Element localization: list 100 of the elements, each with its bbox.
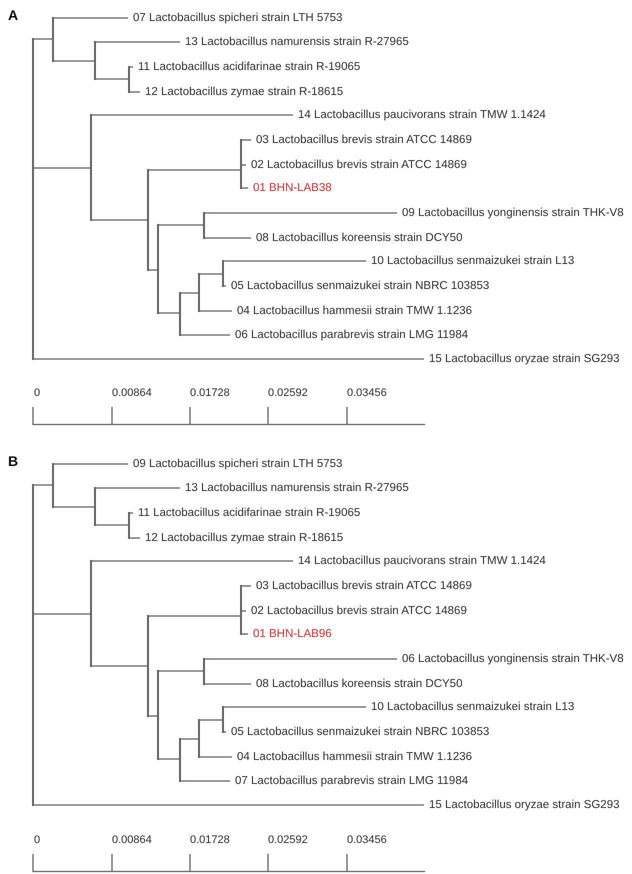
- axis-tick-label: 0.01728: [190, 834, 230, 846]
- taxon-label: 03 Lactobacillus brevis strain ATCC 14869: [251, 134, 472, 146]
- tree-branch: [130, 537, 140, 539]
- taxon-label: 08 Lactobacillus koreensis strain DCY50: [251, 232, 462, 244]
- taxon-label: 12 Lactobacillus zymae strain R-18615: [140, 532, 344, 544]
- tree-node-line: [203, 212, 205, 239]
- tree-branch: [34, 484, 52, 486]
- axis-tick-label: 0.03456: [347, 834, 387, 846]
- taxon-label: 02 Lactobacillus brevis strain ATCC 14869: [246, 604, 467, 618]
- tree-branch: [96, 487, 180, 489]
- tree-branch: [54, 60, 94, 62]
- tree-node-line: [179, 292, 181, 336]
- taxon-label: 15 Lactobacillus oryzae strain SG293: [424, 352, 620, 366]
- tree-branch: [224, 731, 226, 733]
- axis-tick-label: 0: [34, 834, 40, 846]
- tree-node-line: [240, 139, 242, 189]
- taxon-label: 14 Lactobacillus paucivorans strain TMW 1.1424: [293, 554, 546, 568]
- tree-branch: [92, 665, 148, 667]
- tree-branch: [130, 66, 133, 68]
- taxon-label: 10 Lactobacillus senmaizukei strain L13: [366, 254, 574, 268]
- taxon-label: 05 Lactobacillus senmaizukei strain NBRC 103853: [226, 726, 490, 738]
- tree-branch: [204, 683, 251, 685]
- tree-branch: [34, 167, 90, 169]
- taxon-label: 04 Lactobacillus hammesii strain TMW 1.1236: [232, 750, 472, 764]
- taxon-label: 13 Lactobacillus namurensis strain R-27965: [180, 36, 409, 48]
- tree-branch: [92, 114, 293, 116]
- axis-tick-label: 0.01728: [190, 386, 230, 400]
- tree-branch: [180, 334, 230, 336]
- tree-branch: [242, 139, 251, 141]
- tree-branch: [242, 187, 248, 189]
- tree-branch: [204, 658, 397, 660]
- taxon-label: 06 Lactobacillus yonginensis strain THK-V8: [397, 652, 624, 666]
- taxon-label: 04 Lactobacillus hammesii strain TMW 1.1236: [232, 304, 472, 318]
- tree-branch: [242, 610, 246, 612]
- tree-branch: [96, 524, 128, 526]
- tree-node-line: [222, 260, 224, 287]
- axis-tick-label: 0.03456: [347, 386, 387, 400]
- tree-branch: [92, 219, 148, 221]
- tree-branch: [96, 78, 128, 80]
- tree-branch: [96, 41, 180, 43]
- tree-node-line: [90, 560, 92, 667]
- axis-tick-label: 0.00864: [112, 386, 152, 400]
- tree-node-line: [94, 487, 96, 526]
- tree-branch: [200, 756, 232, 758]
- taxon-label: 10 Lactobacillus senmaizukei strain L13: [366, 700, 574, 714]
- tree-node-line: [157, 670, 159, 760]
- axis-tick-label: 0.00864: [112, 834, 152, 846]
- tree-branch: [200, 310, 232, 312]
- axis-tick-label: 0: [34, 386, 40, 400]
- tree-node-line: [90, 114, 92, 221]
- taxon-label: 05 Lactobacillus senmaizukei strain NBRC 103853: [226, 280, 490, 292]
- tree-node-line: [52, 463, 54, 508]
- taxon-label: 02 Lactobacillus brevis strain ATCC 14869: [246, 158, 467, 172]
- tree-branch: [34, 613, 90, 615]
- taxon-label: 12 Lactobacillus zymae strain R-18615: [140, 86, 344, 98]
- axis-tick-label: 0.02592: [268, 834, 308, 846]
- tree-node-line: [94, 41, 96, 80]
- tree-node-line: [32, 38, 34, 360]
- tree-branch: [200, 719, 222, 721]
- tree-branch: [242, 164, 246, 166]
- taxon-label: 06 Lactobacillus parabrevis strain LMG 11984: [230, 328, 468, 342]
- tree-node-line: [147, 615, 149, 717]
- tree-node-line: [222, 706, 224, 733]
- tree-node-line: [179, 738, 181, 782]
- taxon-label: 01 BHN-LAB38: [248, 182, 332, 194]
- axis-tick-label: 0.02592: [268, 386, 308, 400]
- taxon-label: 03 Lactobacillus brevis strain ATCC 14869: [251, 580, 472, 592]
- tree-branch: [148, 269, 158, 271]
- tree-branch: [54, 463, 128, 465]
- taxon-label: 11 Lactobacillus acidifarinae strain R-19065: [133, 506, 360, 520]
- tree-branch: [148, 615, 240, 617]
- tree-node-line: [240, 585, 242, 635]
- tree-branch: [148, 169, 240, 171]
- tree-branch: [92, 560, 293, 562]
- tree-branch: [180, 292, 198, 294]
- tree-node-line: [198, 273, 200, 312]
- tree-branch: [158, 312, 180, 314]
- tree-branch: [54, 506, 94, 508]
- tree-branch: [34, 358, 424, 360]
- tree-branch: [242, 633, 248, 635]
- taxon-label: 07 Lactobacillus spicheri strain LTH 5753: [128, 12, 342, 24]
- tree-branch: [34, 804, 424, 806]
- taxon-label: 01 BHN-LAB96: [248, 628, 332, 640]
- tree-branch: [224, 706, 366, 708]
- tree-node-line: [128, 66, 130, 93]
- taxon-label: 14 Lactobacillus paucivorans strain TMW 1.1424: [293, 108, 546, 122]
- tree-node-line: [128, 512, 130, 539]
- tree-branch: [180, 780, 230, 782]
- tree-branch: [224, 260, 366, 262]
- panel-label: B: [8, 453, 18, 469]
- tree-branch: [130, 91, 140, 93]
- tree-node-line: [32, 484, 34, 806]
- taxon-label: 07 Lactobacillus parabrevis strain LMG 11984: [230, 774, 468, 788]
- taxon-label: 11 Lactobacillus acidifarinae strain R-19065: [133, 60, 360, 74]
- tree-branch: [158, 224, 204, 226]
- tree-node-line: [147, 169, 149, 271]
- tree-branch: [158, 758, 180, 760]
- panel-label: A: [8, 7, 18, 23]
- tree-branch: [148, 715, 158, 717]
- tree-branch: [180, 738, 198, 740]
